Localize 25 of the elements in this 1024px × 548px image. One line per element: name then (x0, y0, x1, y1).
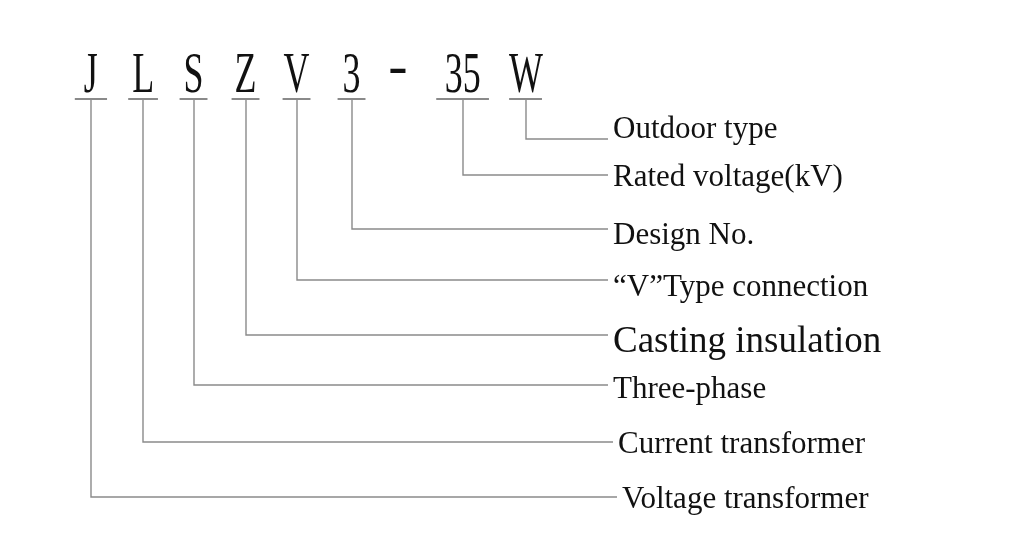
code-segment: W (509, 48, 543, 100)
code-segment: V (283, 48, 311, 100)
description-label: Design No. (608, 215, 755, 251)
code-segment: S (180, 48, 208, 100)
leader-line (462, 99, 609, 176)
leader-line (193, 99, 609, 386)
leader-line (90, 99, 618, 498)
code-segment: 35 (436, 48, 490, 100)
description-label: Rated voltage(kV) (608, 157, 843, 193)
leader-line (142, 99, 614, 443)
description-label: Three-phase (608, 369, 767, 405)
code-segment: 3 (338, 48, 366, 100)
leader-line (245, 99, 609, 336)
leader-line (525, 99, 609, 140)
leader-line (351, 99, 609, 230)
code-segment: Z (232, 48, 260, 100)
description-label: “V”Type connection (608, 267, 869, 303)
description-label: Voltage transformer (617, 479, 869, 515)
description-label: Current transformer (613, 424, 866, 460)
description-label: Casting insulation (608, 318, 882, 360)
separator-dash: - (387, 40, 409, 90)
leader-line (296, 99, 609, 281)
description-label: Outdoor type (608, 109, 778, 145)
code-segment: J (75, 48, 107, 100)
code-segment: L (128, 48, 158, 100)
